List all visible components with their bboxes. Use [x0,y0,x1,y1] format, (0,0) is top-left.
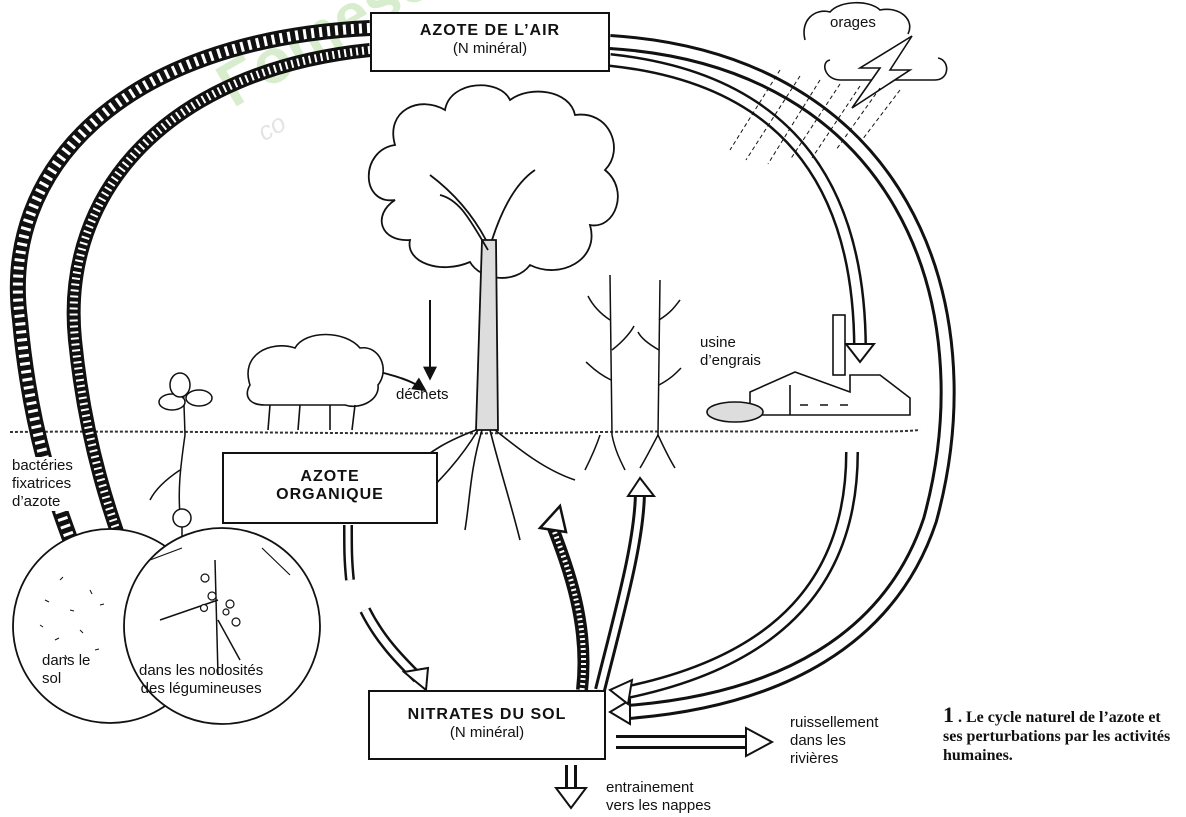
label-runoff: ruissellement dans les rivières [790,714,879,767]
tree-canopy [367,84,619,279]
ground-line [9,429,921,435]
shrub [246,333,384,431]
air-nitrogen-box: AZOTE DE L’AIR (N minéral) [370,12,610,72]
arrow-air-to-factory [609,53,867,351]
label-in-soil: dans le sol [42,652,91,687]
soil-nitrates-subtitle: (N minéral) [449,724,525,741]
magnifier-link [172,508,192,528]
organic-nitrogen-line1: AZOTE [300,468,360,485]
lightning-icon [851,35,913,109]
fertilizer-factory [706,314,911,423]
figure-caption-text: . Le cycle naturel de l’azote et ses per… [943,709,1171,764]
label-bacteria: bactéries fixatrices d’azote [12,457,73,511]
legume-plant [149,372,213,548]
soil-nitrates-title: NITRATES DU SOL [407,706,567,723]
organic-nitrogen-line2: ORGANIQUE [276,486,384,503]
corn-plants [584,274,682,471]
tree [367,84,619,541]
label-leaching: entrainement vers les nappes [606,779,712,814]
air-nitrogen-title: AZOTE DE L’AIR [419,22,561,39]
soil-nitrates-box: NITRATES DU SOL (N minéral) [368,690,606,760]
organic-nitrogen-box: AZOTE ORGANIQUE [222,452,438,524]
arrow-air-to-nitrates-outer [609,34,956,720]
figure-caption: 1 . Le cycle naturel de l’azote et ses p… [943,702,1183,765]
magnified-views [12,527,321,725]
factory-chimney [832,314,846,376]
label-waste: déchets [396,386,449,403]
tree-trunk [475,239,499,431]
arrow-nitrates-to-tree [544,517,590,691]
figure-number: 1 [943,702,954,727]
air-nitrogen-subtitle: (N minéral) [452,40,528,57]
label-nodules: dans les nodosités des légumineuses [139,662,264,697]
fertilizer-pile [706,401,764,423]
label-factory: usine d’engrais [700,334,761,369]
label-orages: orages [830,14,876,31]
thunderstorm [729,1,948,165]
